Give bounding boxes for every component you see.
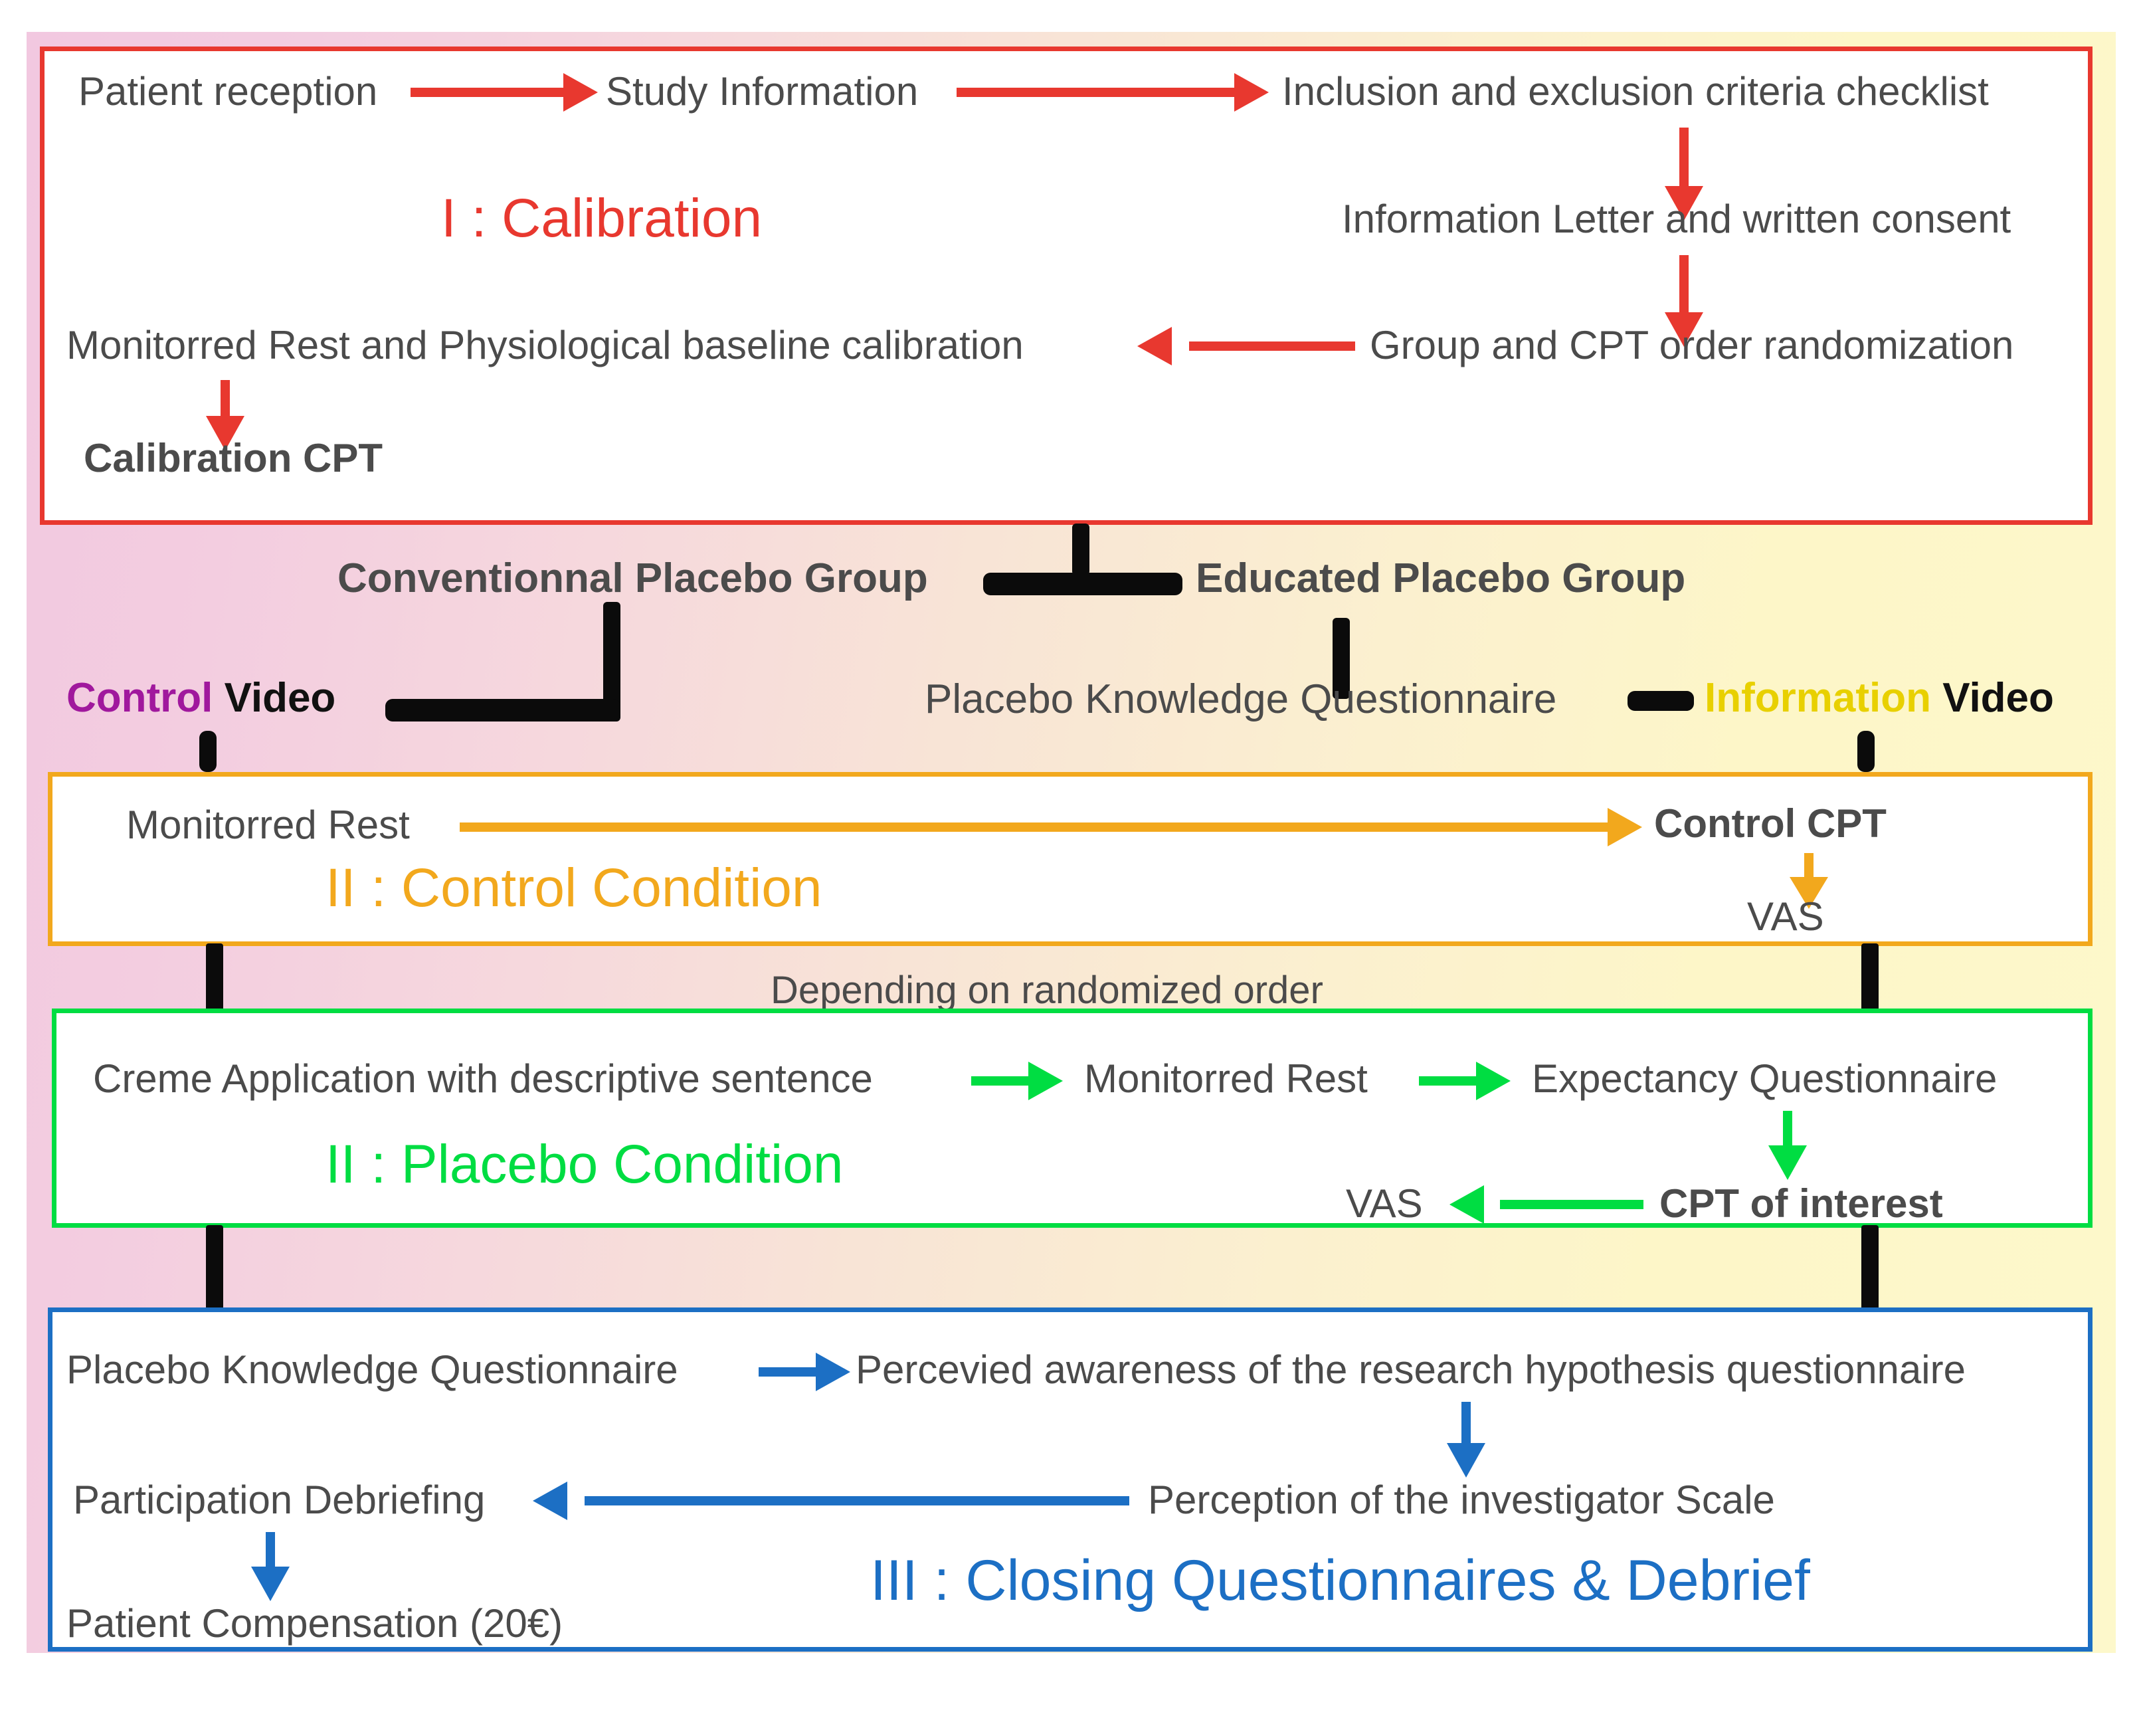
section-title-closing: III : Closing Questionnaires & Debrief	[870, 1549, 1810, 1612]
information-video-keyword: Information	[1705, 675, 1931, 721]
node-control-cpt: Control CPT	[1654, 801, 1887, 846]
node-study-information: Study Information	[606, 69, 919, 114]
connector-control-to-placebo-right	[1861, 943, 1879, 1014]
node-placebo-vas: VAS	[1346, 1181, 1423, 1226]
node-control-video: Control Video	[66, 678, 335, 719]
section-title-calibration: I : Calibration	[441, 188, 763, 248]
node-educated-placebo-group: Educated Placebo Group	[1196, 555, 1686, 601]
note-depending-on-randomized-order: Depending on randomized order	[771, 969, 1323, 1012]
node-calibration-cpt: Calibration CPT	[84, 436, 383, 480]
node-perception-investigator-scale: Perception of the investigator Scale	[1148, 1478, 1775, 1522]
connector-conventional-horizontal	[385, 699, 620, 722]
section-placebo-condition-box	[52, 1009, 2093, 1228]
connector-placebo-to-closing-right	[1861, 1225, 1879, 1311]
connector-control-to-placebo-left	[206, 943, 223, 1014]
node-patient-compensation: Patient Compensation (20€)	[66, 1601, 563, 1646]
section-closing-box	[48, 1307, 2093, 1652]
node-placebo-monitored-rest: Monitorred Rest	[1084, 1056, 1368, 1101]
node-control-monitored-rest: Monitorred Rest	[126, 803, 410, 847]
node-monitored-rest-baseline: Monitorred Rest and Physiological baseli…	[66, 323, 1024, 367]
section-title-placebo-condition: II : Placebo Condition	[326, 1134, 844, 1195]
control-video-suffix: Video	[213, 675, 336, 721]
section-control-condition-box	[48, 772, 2093, 946]
connector-placebo-to-closing-left	[206, 1225, 223, 1311]
control-video-keyword: Control	[66, 675, 213, 721]
node-conventional-placebo-group: Conventionnal Placebo Group	[337, 555, 928, 601]
connector-pkq-to-information-video	[1628, 691, 1694, 711]
node-expectancy-questionnaire: Expectancy Questionnaire	[1532, 1056, 1998, 1101]
connector-split-bar	[983, 573, 1182, 595]
node-inclusion-exclusion-checklist: Inclusion and exclusion criteria checkli…	[1282, 69, 1989, 114]
connector-information-video-stub	[1857, 731, 1875, 772]
section-title-control-condition: II : Control Condition	[326, 858, 822, 918]
node-placebo-knowledge-questionnaire-mid: Placebo Knowledge Questionnaire	[925, 676, 1557, 722]
connector-split-stem	[1072, 524, 1089, 575]
node-group-cpt-randomization: Group and CPT order randomization	[1370, 323, 2014, 367]
node-participation-debriefing: Participation Debriefing	[73, 1478, 486, 1522]
node-patient-reception: Patient reception	[78, 69, 378, 114]
node-cpt-of-interest: CPT of interest	[1659, 1181, 1943, 1226]
node-information-letter-consent: Information Letter and written consent	[1342, 197, 2011, 241]
information-video-suffix: Video	[1930, 675, 2054, 721]
connector-control-video-stub	[199, 731, 217, 772]
section-calibration-box	[40, 47, 2093, 525]
node-closing-placebo-knowledge-questionnaire: Placebo Knowledge Questionnaire	[66, 1347, 678, 1392]
node-information-video: Information Video	[1705, 678, 2054, 719]
node-perceived-awareness-questionnaire: Percevied awareness of the research hypo…	[856, 1347, 1966, 1392]
node-creme-application: Creme Application with descriptive sente…	[93, 1056, 873, 1101]
connector-educated-vertical	[1333, 618, 1350, 699]
node-control-vas: VAS	[1747, 894, 1824, 939]
